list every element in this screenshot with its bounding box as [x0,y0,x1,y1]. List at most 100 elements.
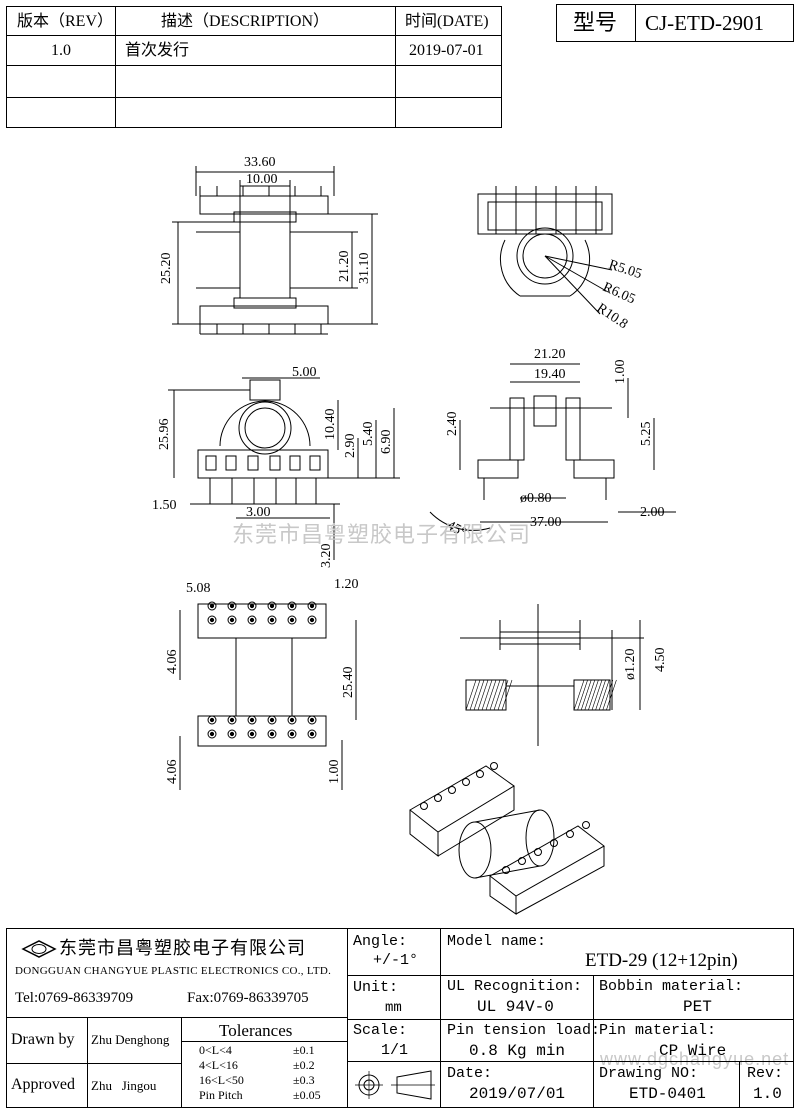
model-box-value: CJ-ETD-2901 [645,11,764,35]
company-logo-icon [21,940,57,958]
pin-hole-center [249,731,255,737]
technical-drawing: 33.60 10.00 25.20 21.20 31.10 R5.05 R6.0… [152,155,676,915]
dim-side-l: 5.40 [361,422,376,447]
bobbin-value: PET [683,998,712,1016]
dim-front-u: 37.00 [530,515,562,530]
pin-hole-center [289,731,295,737]
date-row-1: 2019-07-01 [409,42,484,59]
ul-value: UL 94V-0 [477,998,554,1016]
rev-value: 1.0 [753,1085,782,1103]
pin-hole [307,615,317,625]
dim-top-d: 21.20 [337,251,352,283]
dim-front-r: 1.00 [613,360,628,385]
pin-hole-center [269,603,275,609]
pin-hole [287,615,297,625]
pin-hole-center [269,731,275,737]
tol-range-4: Pin Pitch [199,1088,243,1102]
pin-hole-center [249,603,255,609]
dim-pin-b: 4.06 [165,760,180,785]
dim-side-k: 2.90 [343,434,358,459]
drawn-by-label: Drawn by [11,1031,75,1048]
pin-hole [307,729,317,739]
pin-hole [247,601,257,611]
hatch-line [497,679,509,711]
pin-hole [227,715,237,725]
dim-section-d: ø1.20 [623,649,638,681]
side-view [168,377,400,560]
pin-view-holes [207,601,317,739]
drawing-no-value: ETD-0401 [629,1085,706,1103]
title-block: 东莞市昌粤塑胶电子有限公司 DONGGUAN CHANGYUE PLASTIC … [6,928,794,1108]
pin-hole [307,715,317,725]
pin-hole [207,615,217,625]
hatch-line [493,679,505,711]
iso-pin [550,839,558,847]
iso-pin [582,821,590,829]
unit-label: Unit: [353,979,399,996]
pin-hole [207,729,217,739]
hatch-line [501,679,513,711]
pin-hole [287,729,297,739]
drawing-no-label: Drawing NO: [599,1065,699,1082]
dim-pin-a: 4.06 [165,650,180,675]
pin-hole-center [309,731,315,737]
pin-material-value: CP Wire [659,1042,727,1060]
top-view [172,166,378,335]
drawn-by-value: Zhu Denghong [91,1032,170,1047]
hatch-line [573,679,585,711]
scale-value: 1/1 [381,1042,409,1059]
pin-hole [247,615,257,625]
tol-range-2: 4<L<16 [199,1058,238,1072]
dim-front-s: 2.40 [445,412,460,437]
tolerances-label: Tolerances [219,1021,293,1040]
tol-range-1: 0<L<4 [199,1043,232,1057]
iso-pin [476,770,484,778]
hatch-line [473,679,485,711]
dim-side-m: 6.90 [379,430,394,455]
section-view [460,604,644,746]
hatch-line [489,679,501,711]
dim-side-w: 5.00 [292,365,317,380]
pin-hole-center [309,617,315,623]
hatch-line [591,679,603,711]
iso-pin [448,786,456,794]
iso-pin [462,778,470,786]
pin-hole [307,601,317,611]
isometric-view [409,765,605,915]
hatch-line [584,679,596,711]
company-tel: Tel:0769-86339709 [15,990,134,1006]
dim-end-r1: R5.05 [607,258,644,283]
dim-pin-w: 1.20 [334,577,359,592]
isometric-pins [420,762,590,874]
model-name-value: ETD-29 (12+12pin) [585,950,738,971]
dim-front-p: 21.20 [534,347,566,362]
iso-pin [420,802,428,810]
pin-hole-center [209,717,215,723]
pin-hole [227,601,237,611]
pin-hole [247,715,257,725]
model-box: 型号 CJ-ETD-2901 [556,4,794,42]
watermark-cn: 东莞市昌粤塑胶电子有限公司 [232,522,532,547]
approved-label: Approved [11,1076,75,1093]
desc-row-1: 首次发行 [125,42,190,59]
hatch-line [588,679,599,711]
iso-pin [518,857,526,865]
iso-pin [534,848,542,856]
pin-hole-center [209,731,215,737]
hatch-line [598,679,610,711]
rev-header: 版本（REV） [17,13,114,30]
pin-hole-center [309,603,315,609]
dim-top-f: 25.20 [159,253,174,285]
hatch-line [580,679,592,711]
rev-label: Rev: [747,1065,784,1082]
dim-top-a: 33.60 [244,155,276,170]
pin-hole-center [309,717,315,723]
tol-value-3: ±0.3 [293,1073,315,1087]
iso-pin [566,830,574,838]
dim-section-h: 4.50 [653,648,668,673]
dim-side-h: 25.96 [157,419,172,451]
pin-hole-center [249,617,255,623]
section-hatch [465,679,617,711]
dim-side-p: 3.20 [319,544,334,569]
date-value: 2019/07/01 [469,1085,566,1103]
